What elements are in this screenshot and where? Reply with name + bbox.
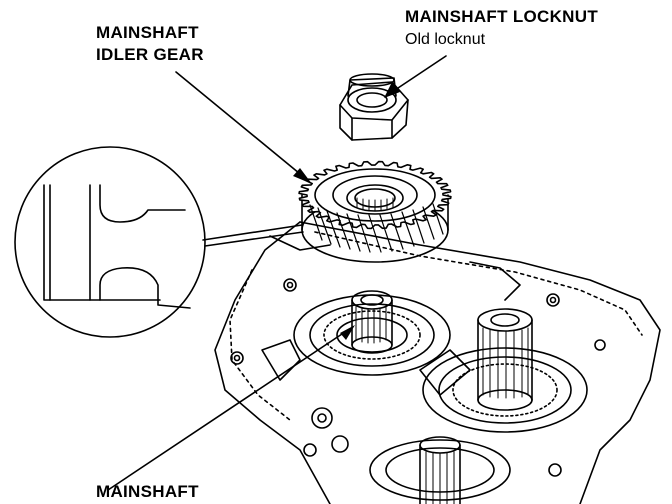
idler-gear (298, 160, 452, 263)
locknut-part (339, 73, 409, 141)
locknut-label: MAINSHAFT LOCKNUT (405, 7, 599, 26)
locknut-leader (391, 55, 447, 93)
transmission-case (214, 221, 661, 504)
locknut-arrowhead (384, 82, 400, 98)
locknut-note: Old locknut (405, 31, 486, 48)
mainshaft-leader (107, 329, 349, 491)
idler-gear-arrowhead (293, 168, 312, 184)
idler-gear-leader (175, 71, 306, 179)
countershaft-assembly (422, 308, 588, 433)
idler-gear-label-line1: MAINSHAFT (96, 23, 199, 42)
idler-gear-label-line2: IDLER GEAR (96, 45, 204, 64)
mainshaft-arrowhead (340, 325, 355, 340)
mainshaft-label: MAINSHAFT (96, 482, 199, 501)
lower-shaft (369, 436, 511, 504)
mainshaft-assembly (293, 290, 451, 376)
tooth-detail-callout (14, 146, 304, 338)
